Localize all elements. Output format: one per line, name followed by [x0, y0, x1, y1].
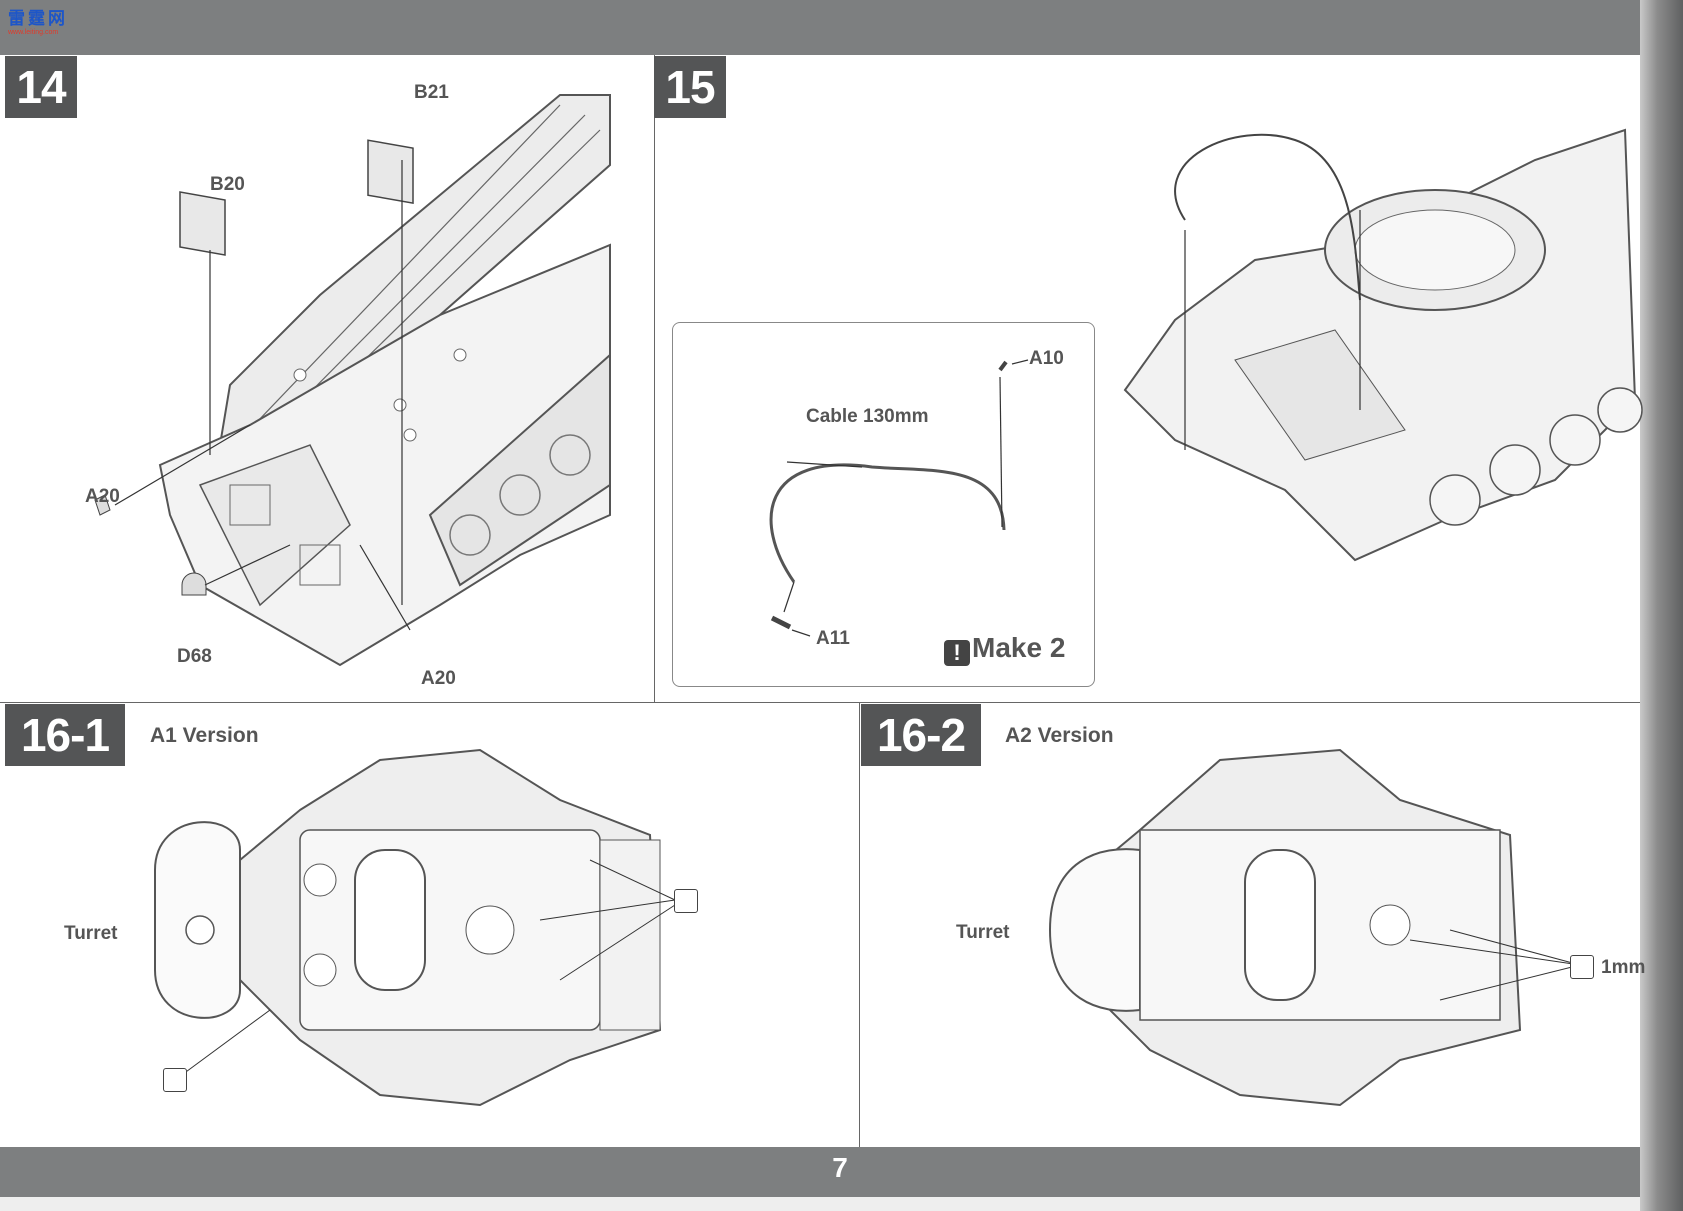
label-cable-length: Cable 130mm — [806, 406, 929, 427]
top-band — [0, 0, 1683, 55]
logo-text: 雷霆网 — [8, 9, 68, 29]
divider-bottom — [859, 702, 860, 1147]
a2-version-hull-top-view — [1048, 748, 1581, 1107]
label-a11: A11 — [816, 628, 850, 649]
logo-icon: 雷霆网 www.leiting.com — [8, 10, 72, 42]
step-16-2-badge: 16-2 — [861, 704, 981, 766]
bottom-edge — [0, 1197, 1683, 1211]
warning-icon: ! — [944, 640, 970, 666]
part-b20 — [179, 191, 226, 256]
label-a20-bottom: A20 — [421, 668, 456, 689]
step-14-hull-drawing — [94, 94, 611, 667]
label-turret-a1: Turret — [64, 923, 118, 944]
bottom-band — [0, 1147, 1683, 1197]
cable-detail-box — [672, 322, 1095, 687]
make-2-text: Make 2 — [972, 632, 1066, 663]
label-drill-size: 1mm — [1601, 957, 1646, 978]
part-a20-left — [94, 494, 111, 516]
logo-url: www.leiting.com — [8, 29, 59, 36]
divider-top — [654, 55, 655, 702]
drill-icon — [163, 1068, 187, 1092]
divider-middle — [0, 702, 1640, 703]
make-2-note: !Make 2 — [944, 632, 1065, 666]
label-b21: B21 — [414, 82, 449, 103]
step-16-2-title: A2 Version — [1005, 724, 1114, 747]
page-number: 7 — [832, 1152, 848, 1183]
step-16-1-badge: 16-1 — [5, 704, 125, 766]
label-d68: D68 — [177, 646, 212, 667]
page-binding-edge — [1640, 0, 1683, 1211]
drill-icon — [1570, 955, 1594, 979]
part-b21 — [367, 139, 414, 205]
label-turret-a2: Turret — [956, 922, 1010, 943]
step-14-badge: 14 — [5, 56, 77, 118]
step-16-1-title: A1 Version — [150, 724, 259, 747]
step-15-tank-drawing — [1123, 128, 1643, 562]
label-a20-left: A20 — [85, 486, 120, 507]
drill-icon — [674, 889, 698, 913]
cable-detail-drawing — [769, 359, 1029, 637]
label-a10: A10 — [1029, 348, 1064, 369]
part-d68 — [181, 572, 207, 596]
step-15-badge: 15 — [654, 56, 726, 118]
a1-version-hull-top-view — [154, 748, 676, 1107]
label-b20: B20 — [210, 174, 245, 195]
